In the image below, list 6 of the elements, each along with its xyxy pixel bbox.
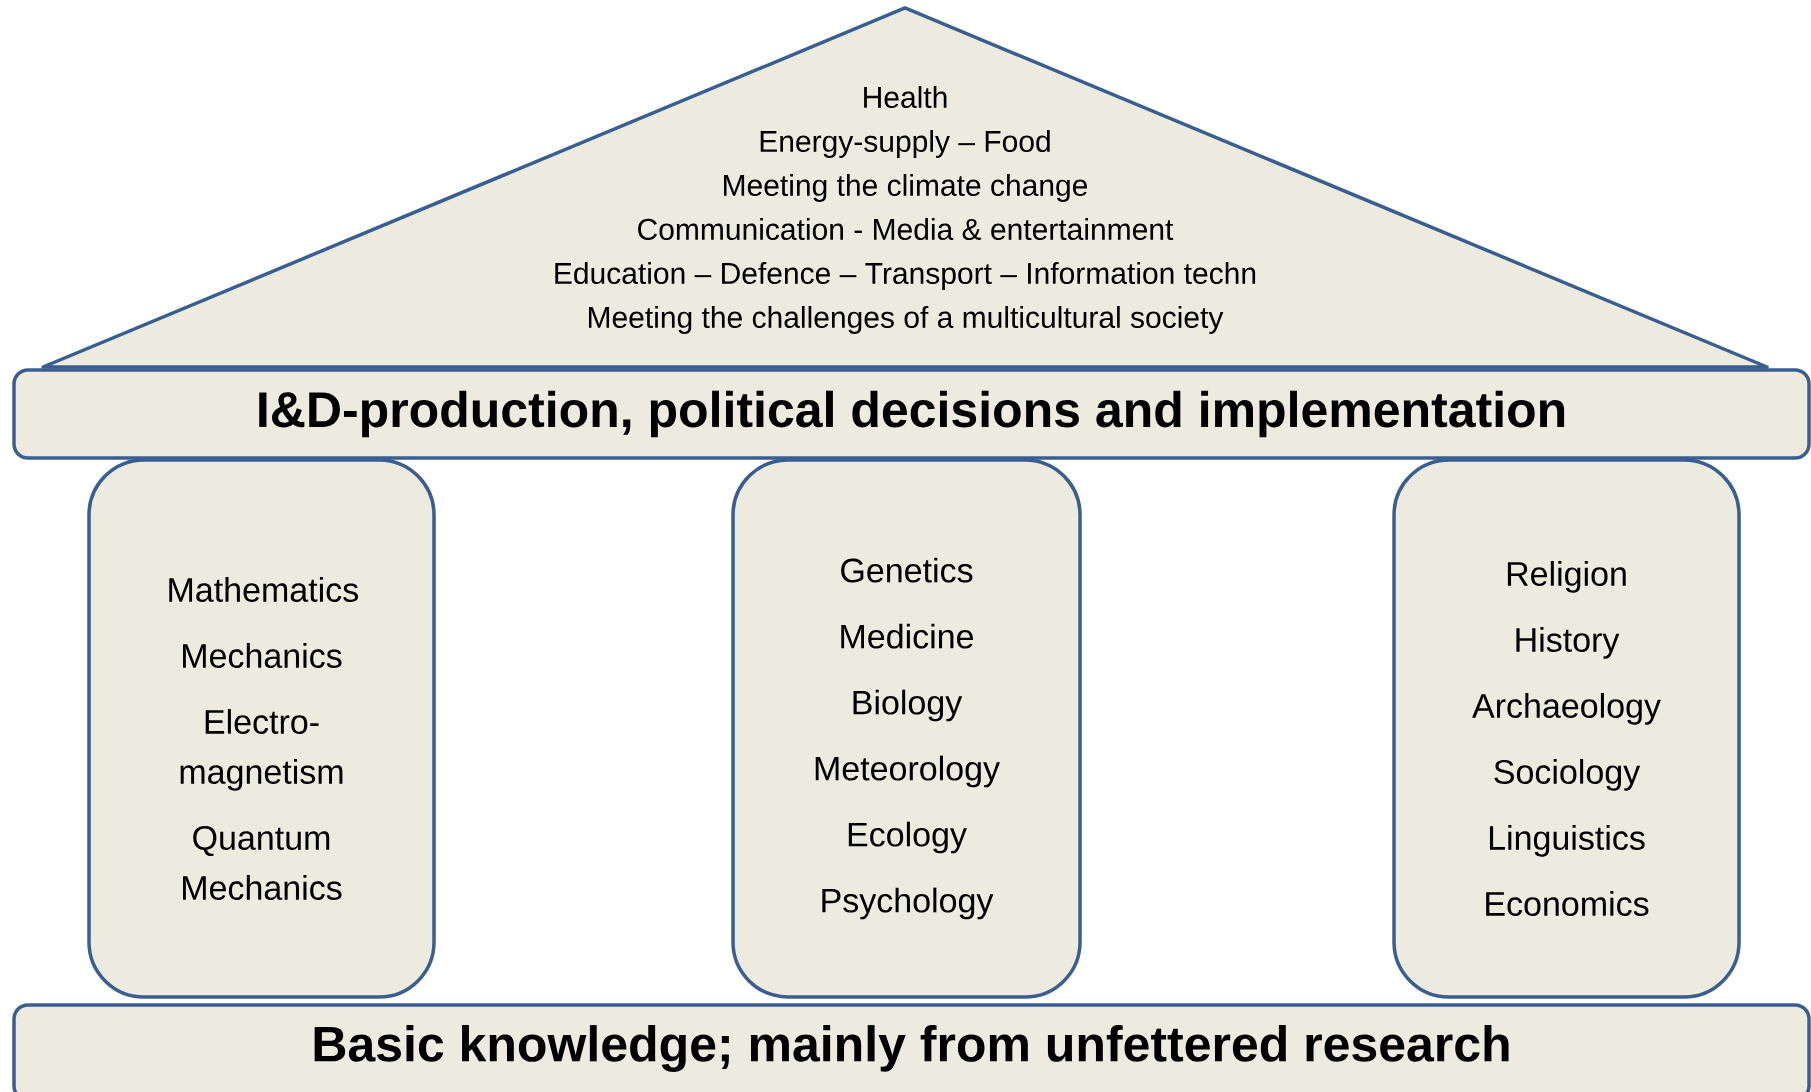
beam-band: Basic knowledge; mainly from unfettered research — [12, 1003, 1811, 1092]
pillar-box: Religion History Archaeology Sociology Linguistics Economics — [1392, 458, 1741, 999]
pillar-box: Genetics Medicine Biology Meteorology Ecology Psychology — [731, 458, 1082, 999]
beam-band: I&D-production, political decisions and implementation — [12, 368, 1811, 460]
pillar-box: Mathematics Mechanics Electro-magnetism Quantum Mechanics — [87, 458, 436, 999]
roof-triangle: Health Energy-supply – Food Meeting the climate change Communication - Media & entertainment Education – Defence – Transport – Information techn Meeting the challenges of a multicultural society — [41, 6, 1769, 369]
